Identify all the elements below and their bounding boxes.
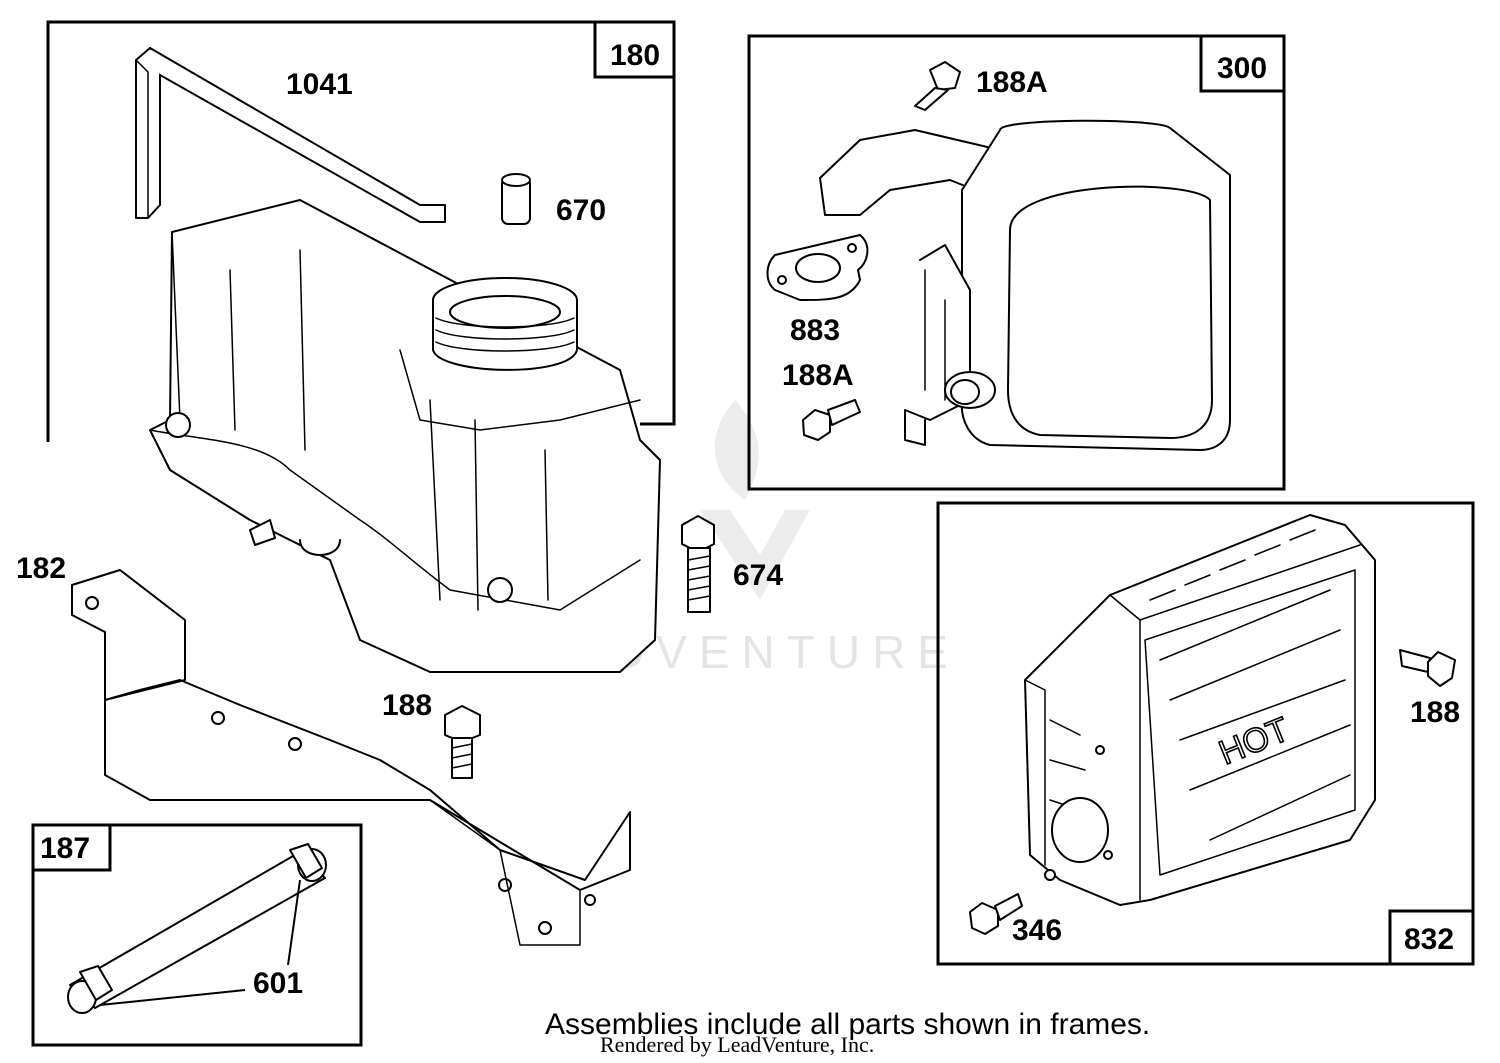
- callout-601: 601: [253, 967, 303, 1000]
- frame-300-tag: 300: [1217, 52, 1267, 85]
- part-188-bolt: [444, 705, 481, 779]
- watermark-flame-icon: [714, 400, 759, 500]
- frame-300-tag-box: [1199, 34, 1286, 93]
- part-674-bolt: [681, 515, 715, 613]
- frame-300-border: [747, 34, 1286, 491]
- callout-182: 182: [16, 552, 66, 585]
- frame-187-border: [31, 823, 363, 1047]
- callout-346: 346: [1012, 914, 1062, 947]
- render-credit: Rendered by LeadVenture, Inc.: [600, 1032, 874, 1057]
- callout-188-guard: 188: [1410, 696, 1460, 729]
- leader-601-b: [287, 879, 301, 966]
- part-883-gasket: [766, 234, 869, 301]
- callout-670: 670: [556, 194, 606, 227]
- part-muffler-guard: HOT: [1024, 514, 1376, 906]
- part-188A-screw-top: [914, 61, 961, 111]
- callout-188A-top: 188A: [976, 66, 1048, 99]
- frame-187-tag: 187: [40, 832, 90, 865]
- frame-187-tag-box: [31, 823, 112, 872]
- part-346-screw: [969, 893, 1023, 935]
- frame-832: 832: [936, 501, 1475, 966]
- frame-832-border: [936, 501, 1475, 966]
- frame-832-tag-box: [1388, 909, 1475, 966]
- leader-601-a: [99, 989, 246, 1006]
- callout-188A-lower: 188A: [782, 359, 854, 392]
- assemblies-note: Assemblies include all parts shown in fr…: [545, 1008, 1150, 1041]
- callout-188-bracket: 188: [382, 689, 432, 722]
- frame-180-tag: 180: [610, 39, 660, 72]
- frame-180-tag-box: [593, 20, 676, 79]
- part-muffler: [819, 119, 1231, 451]
- frame-187: 187: [31, 823, 363, 1047]
- part-fuel-tank: [149, 199, 661, 673]
- part-601-fuel-line: [67, 843, 327, 1014]
- frame-300: 300: [747, 34, 1286, 491]
- part-188-screw-guard: [1399, 649, 1456, 687]
- callout-883: 883: [790, 314, 840, 347]
- watermark-v-icon: [700, 510, 810, 600]
- callout-674: 674: [733, 559, 783, 592]
- part-188A-screw-lower: [802, 399, 861, 441]
- part-1041-rod: [135, 47, 446, 223]
- frame-832-tag: 832: [1404, 923, 1454, 956]
- part-670-sleeve: [501, 173, 531, 225]
- part-182-bracket: [71, 569, 631, 946]
- callout-1041: 1041: [286, 68, 353, 101]
- frame-180: 180: [46, 20, 676, 442]
